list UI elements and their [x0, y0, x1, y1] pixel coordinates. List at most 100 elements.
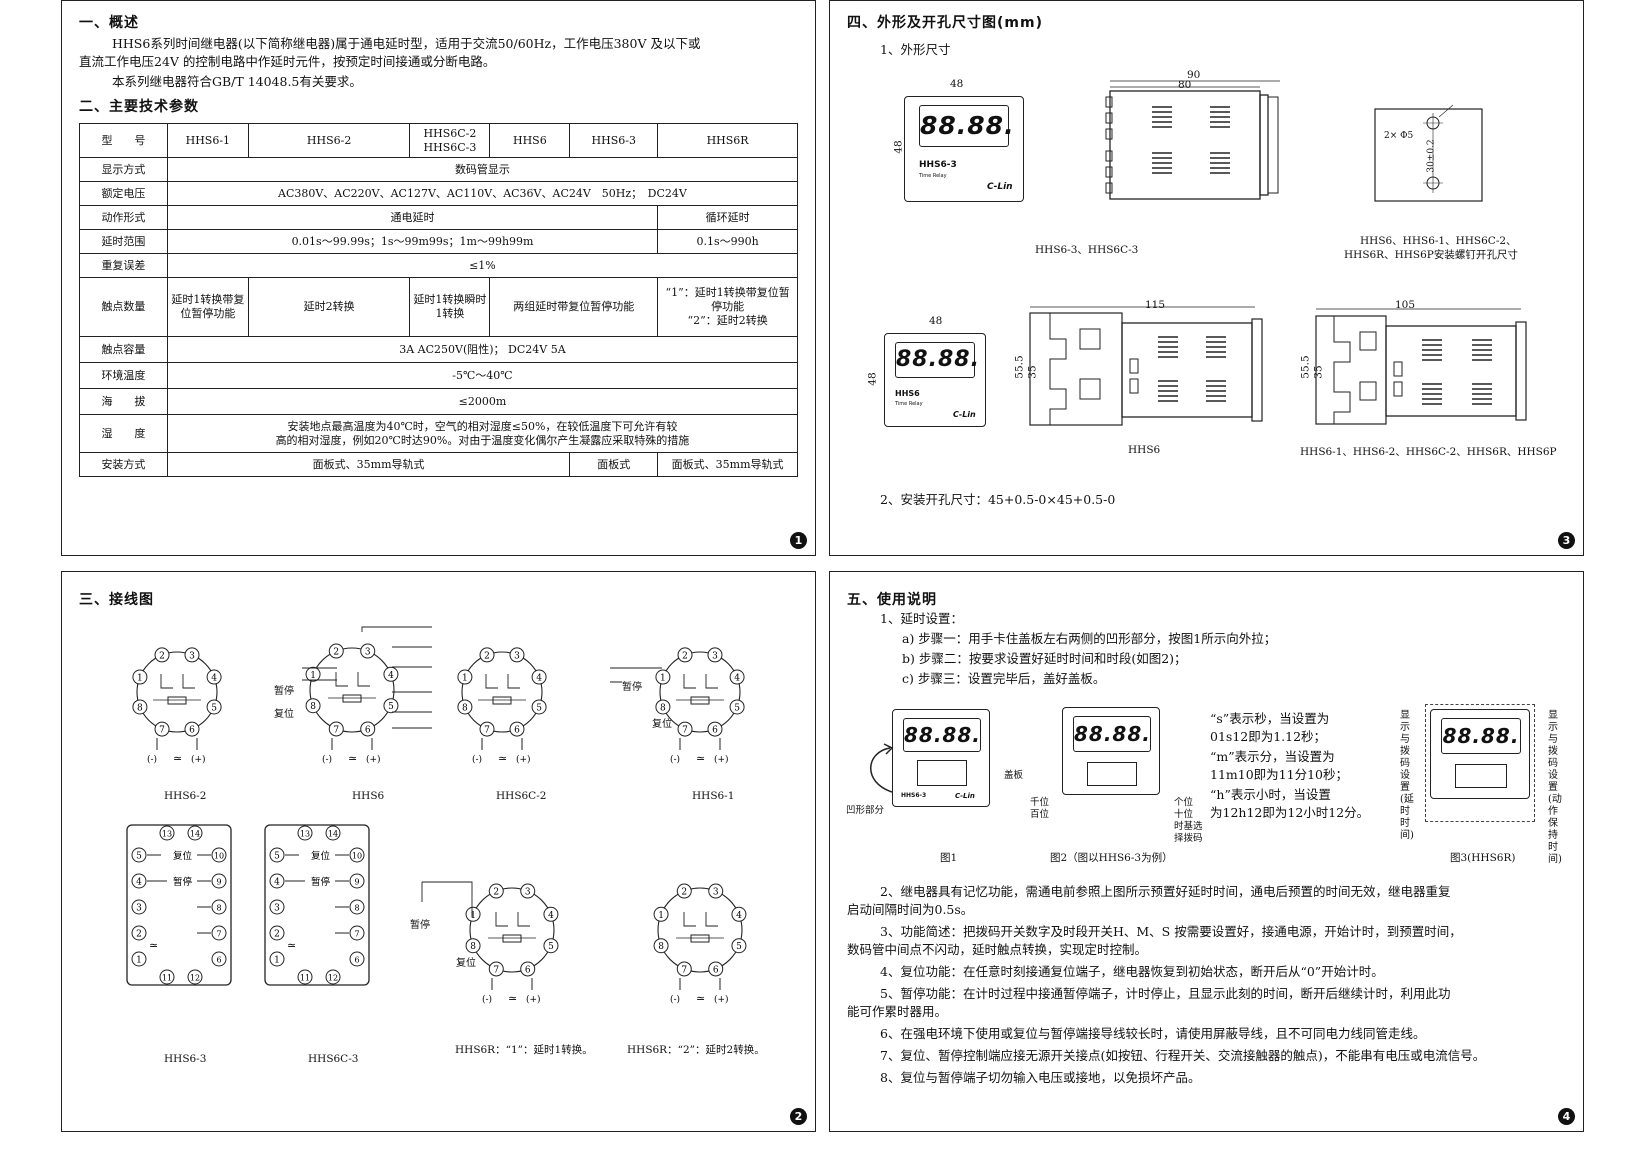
section-heading-usage: 五、使用说明 — [847, 592, 937, 608]
table-row: 触点容量 3A AC250V(阻性)； DC24V 5A — [79, 336, 799, 363]
row-label: 湿 度 — [79, 414, 168, 453]
pin-6 — [184, 721, 200, 737]
pin-1 — [655, 669, 671, 685]
instruction-line: a) 步骤一：用手卡住盖板左右两侧的凹形部分，按图1所示向外拉； — [902, 631, 1277, 646]
reset-label: 复位 — [456, 958, 476, 969]
note-line: 01s12即为1.12秒； — [1210, 729, 1327, 744]
switch-wiring — [421, 881, 473, 917]
cell: 两组延时带复位暂停功能 — [489, 277, 659, 337]
instruction-line: b) 步骤二：按要求设置好延时时间和时段(如图2)； — [902, 651, 1187, 666]
pin-4 — [731, 906, 747, 922]
instruction-line: c) 步骤三：设置完毕后，盖好盖板。 — [902, 671, 1106, 686]
pin-number: 3 — [136, 904, 142, 914]
pin-number: 10 — [214, 852, 224, 861]
pin-number: 8 — [462, 703, 468, 713]
cell: 0.1s～990h — [657, 229, 798, 254]
pin-13 — [297, 825, 313, 841]
pin-7 — [328, 721, 344, 737]
mounting-hole-diagram — [1374, 104, 1483, 202]
pin-number: 1 — [462, 674, 468, 684]
pin-12 — [325, 969, 341, 985]
left-setting-label: 显示与拨码设置(延时时间) — [1400, 710, 1414, 841]
table-row: 安装方式 面板式、35mm导轨式 面板式 面板式、35mm导轨式 — [79, 452, 798, 477]
pin-9 — [211, 873, 227, 889]
coil — [690, 696, 710, 705]
pin-5 — [729, 699, 745, 715]
cell: 面板式、35mm导轨式 — [166, 452, 571, 477]
timebase-label: 时基选 — [1174, 821, 1203, 832]
table-row: 延时范围 0.01s～99.99s；1s～99m99s；1m～99h99m 0.… — [79, 229, 798, 254]
pin-1 — [131, 951, 147, 967]
plus-label: (+) — [516, 754, 531, 765]
figure-caption: HHS6-1、HHS6-2、HHS6C-2、HHS6R、HHS6P — [1300, 446, 1557, 458]
paragraph-line: 6、在强电环境下使用或复位与暂停端接导线较长时，请使用屏蔽导线，且不可同电力线同… — [880, 1026, 1426, 1041]
intro-line: 本系列继电器符合GB/T 14048.5有关要求。 — [112, 74, 362, 89]
pin-2 — [131, 925, 147, 941]
pin-number: 4 — [734, 674, 740, 684]
pin-number: 4 — [536, 674, 542, 684]
pin-number: 6 — [354, 956, 359, 965]
ac-label: ≃ — [498, 752, 507, 765]
pin-number: 10 — [352, 852, 362, 861]
table-row: 重复误差 ≤1% — [79, 253, 799, 278]
switch-wiring — [610, 667, 662, 683]
model-cell: HHS6 — [489, 123, 571, 158]
pin-9 — [349, 873, 365, 889]
pin-4 — [206, 669, 222, 685]
figure-caption: 图1 — [940, 852, 958, 864]
table-row: 额定电压 AC380V、AC220V、AC127V、AC110V、AC36V、A… — [79, 181, 799, 206]
reset-label: 复位 — [274, 709, 294, 720]
switch-wiring — [302, 667, 337, 681]
pin-number: 8 — [354, 904, 359, 913]
coil — [502, 934, 522, 943]
note-line: 11m10即为11分10秒； — [1210, 767, 1348, 782]
ac-label: ≃ — [173, 752, 182, 765]
pin-number: 5 — [536, 703, 542, 713]
coil — [167, 696, 187, 705]
pin-number: 6 — [216, 956, 221, 965]
table-row: 显示方式 数码管显示 — [79, 157, 799, 182]
wiring-caption: HHS6-1 — [692, 790, 735, 802]
paragraph-line: 8、复位与暂停端子切勿输入电压或接地，以免损坏产品。 — [880, 1070, 1201, 1085]
pin-number: 13 — [162, 830, 172, 839]
pin-8 — [211, 899, 227, 915]
minus-label: (-) — [670, 994, 680, 1005]
right-setting-label: 显示与拨码设置(动作保持时间) — [1548, 710, 1562, 865]
pin-number: 13 — [300, 830, 310, 839]
model-cell: HHS6R — [657, 123, 798, 158]
pin-7 — [349, 925, 365, 941]
pin-1 — [465, 906, 481, 922]
lcd-display: 88.88. — [903, 718, 981, 752]
pin-number: 3 — [274, 904, 280, 914]
cover-label: 盖板 — [1004, 770, 1024, 781]
cell-text: “2”：延时2转换 — [687, 314, 768, 327]
pin-3 — [708, 883, 724, 899]
pin-1 — [653, 906, 669, 922]
pin-number: 4 — [388, 671, 394, 681]
pin-number: 4 — [274, 878, 280, 888]
minus-label: (-) — [147, 754, 157, 765]
plus-label: (+) — [191, 754, 206, 765]
dimension-label: 35 — [1026, 365, 1039, 379]
fig3-frame — [1425, 704, 1535, 822]
pin-number: 6 — [189, 726, 195, 736]
table-row: 动作形式 通电延时 循环延时 — [79, 205, 798, 230]
section-heading-overview: 一、概述 — [79, 15, 139, 31]
row-label: 额定电压 — [79, 181, 168, 206]
front-view-hhs6-3: 88.88. HHS6-3 Time Relay C-Lin — [904, 96, 1024, 202]
wiring-caption: HHS6R：“1”：延时1转换。 — [455, 1044, 593, 1056]
pin-2 — [676, 883, 692, 899]
cell: ≤2000m — [166, 388, 799, 415]
pin-4 — [543, 906, 559, 922]
pin-number: 2 — [484, 651, 490, 661]
page-number: 2 — [790, 1108, 807, 1125]
pin-number: 7 — [333, 725, 339, 735]
dial-label: 择拨码 — [1174, 833, 1203, 844]
cell-text: 安装地点最高温度为40℃时，空气的相对湿度≤50%，在较低温度下可允许有较 — [287, 419, 678, 433]
pin-3 — [131, 899, 147, 915]
dimension-label: 90 — [1187, 69, 1201, 81]
